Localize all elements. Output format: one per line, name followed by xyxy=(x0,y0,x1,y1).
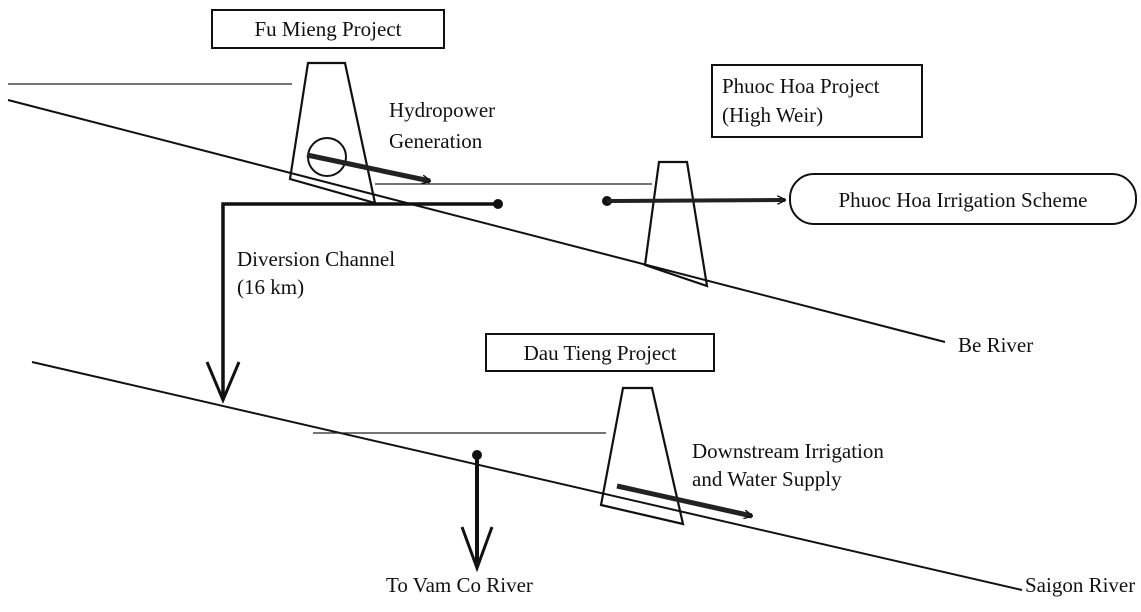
downstream-label-line2: and Water Supply xyxy=(692,467,842,491)
irrigation-scheme-box xyxy=(789,173,1137,225)
diversion-label-line1: Diversion Channel xyxy=(237,247,395,271)
phuoc-hoa-label-line1: Phuoc Hoa Project xyxy=(722,74,880,98)
diversion-arrow-head xyxy=(205,361,241,404)
be-river-label: Be River xyxy=(958,333,1033,357)
dau-tieng-label: Dau Tieng Project xyxy=(524,341,677,365)
hydropower-label-line1: Hydropower xyxy=(389,98,495,122)
diversion-intake-dot xyxy=(493,199,503,209)
be-river-line xyxy=(7,99,946,343)
phuoc-hoa-label-line2: (High Weir) xyxy=(722,103,823,127)
dau-tieng-label-box xyxy=(485,333,715,372)
hydropower-arrow xyxy=(306,152,430,181)
downstream-label-line1: Downstream Irrigation xyxy=(692,439,884,463)
diversion-label-line2: (16 km) xyxy=(237,275,304,299)
phuoc-hoa-weir xyxy=(643,160,709,288)
vam-co-arrow-head xyxy=(460,526,494,573)
saigon-river-label: Saigon River xyxy=(1025,573,1135,597)
downstream-arrow xyxy=(616,483,752,516)
irrigation-scheme-label: Phuoc Hoa Irrigation Scheme xyxy=(838,188,1087,212)
to-vam-co-label: To Vam Co River xyxy=(386,573,533,597)
fu-mieng-label: Fu Mieng Project xyxy=(255,17,402,41)
fu-mieng-dam xyxy=(288,61,377,205)
dau-tieng-dam xyxy=(599,386,685,526)
fu-mieng-label-box xyxy=(211,9,445,49)
irrigation-arrow xyxy=(606,200,785,201)
diversion-channel xyxy=(221,202,498,397)
hydropower-label-line2: Generation xyxy=(389,129,483,153)
saigon-river-line xyxy=(31,361,1023,591)
phuoc-hoa-label-box xyxy=(711,64,923,138)
